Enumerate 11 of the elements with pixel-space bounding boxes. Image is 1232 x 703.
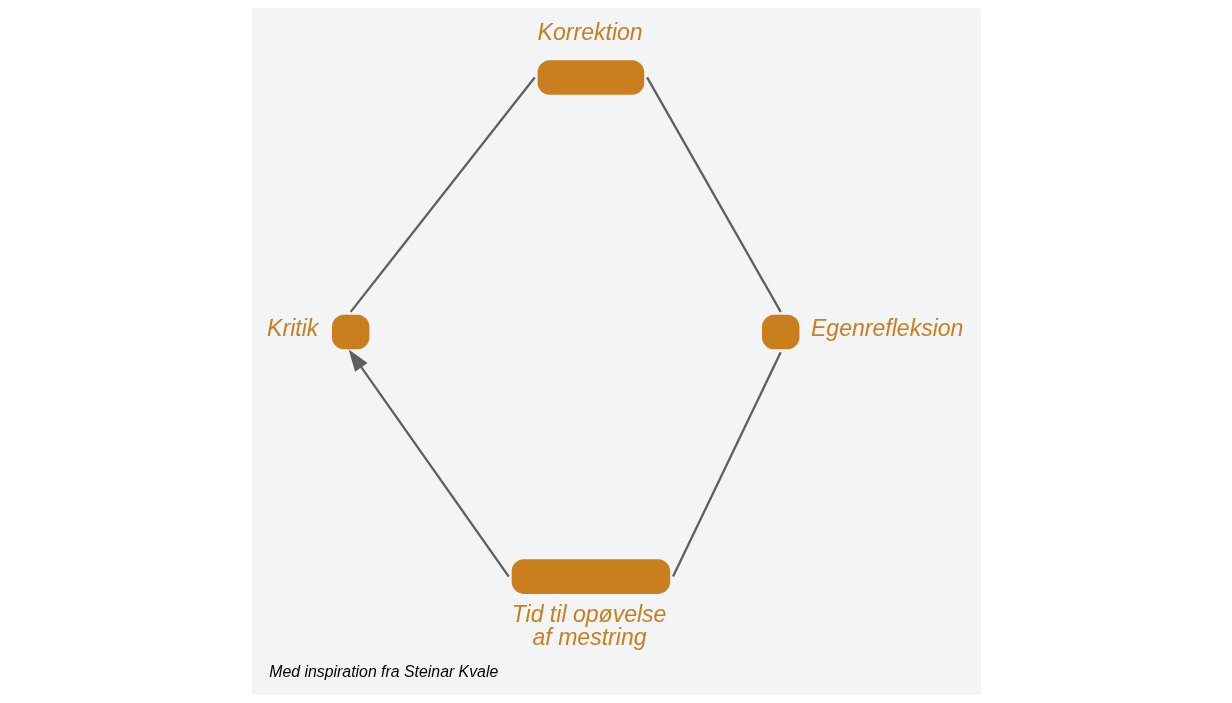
- node-label: Korrektion: [537, 18, 643, 45]
- node-box: [511, 559, 670, 594]
- connector: [349, 76, 536, 313]
- node-box: [537, 60, 644, 95]
- node-label: Kritik: [266, 315, 318, 342]
- connector: [645, 76, 782, 313]
- arrow: [348, 349, 510, 578]
- connector: [671, 351, 782, 578]
- node-label: Tid til opøvelse af mestring: [511, 601, 666, 651]
- node-label: Egenrefleksion: [810, 315, 963, 342]
- caption: Med inspiration fra Steinar Kvale: [268, 663, 498, 681]
